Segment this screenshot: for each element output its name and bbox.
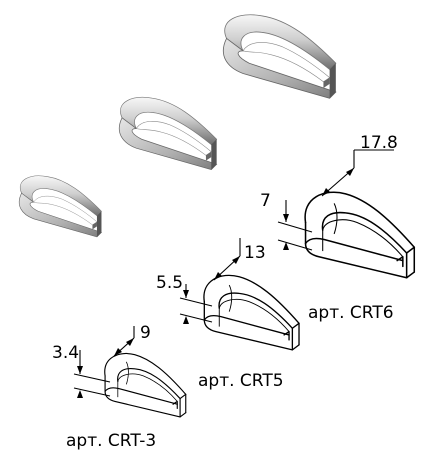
arrow-icon [183,290,189,298]
width-label: 17.8 [360,133,398,153]
height-extension-line [179,297,213,307]
arrow-icon [77,390,83,398]
arrow-icon [214,272,222,280]
arrow-icon [322,188,330,196]
part-label: арт. CRT6 [308,303,394,323]
height-extension-line [277,239,313,251]
shaded-thimble-small [18,175,102,238]
shaded-thimble-medium [118,96,218,171]
arrow-icon [283,242,289,250]
arrow-icon [126,338,134,346]
arrow-icon [232,256,240,264]
part-label: арт. CRT-3 [66,431,156,451]
arrow-icon [77,366,83,374]
arrow-icon [346,168,354,176]
line-thimble-small: 9 3.4 арт. CRT-3 [52,323,187,451]
line-thimble-medium: 13 5.5 арт. CRT5 [156,238,300,391]
arrow-icon [283,214,289,222]
width-label: 9 [140,323,151,343]
width-label: 13 [244,243,266,263]
height-label: 7 [260,191,271,211]
shaded-thimble-large [222,14,337,99]
arrow-icon [114,348,122,356]
height-extension-line [73,373,111,383]
height-extension-line [179,313,213,323]
height-extension-line [277,221,313,233]
height-label: 5.5 [156,273,183,293]
part-label: арт. CRT5 [198,371,284,391]
height-extension-line [73,387,111,397]
line-thimble-large: 17.8 7 арт. CRT6 [260,133,416,323]
arrow-icon [183,316,189,324]
height-label: 3.4 [52,343,79,363]
